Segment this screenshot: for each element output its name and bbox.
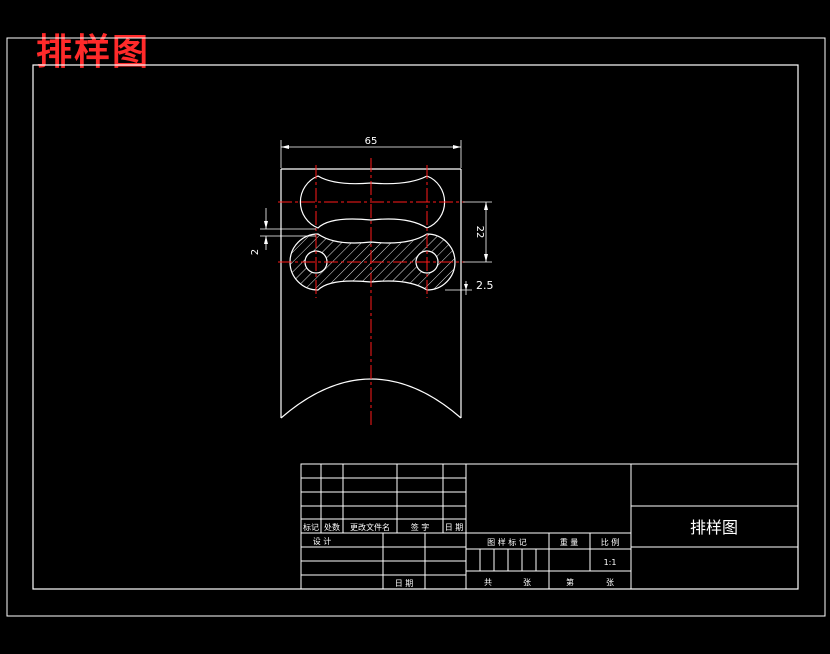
rev-date-header: 日 期 [445,523,464,532]
dim-pitch-label: 22 [474,226,485,239]
date-label: 日 期 [395,579,414,588]
inner-frame-border [32,64,799,590]
drawing-title: 排样图 [36,31,151,73]
stage-label: 图 样 标 记 [487,537,527,547]
scale-value: 1:1 [604,558,617,567]
dim-width-label: 65 [365,136,378,147]
page-label: 第 [566,577,574,587]
outer-sheet-border [6,37,826,617]
total-label: 共 [484,578,492,587]
title-block [300,463,799,590]
scale-label: 比 例 [601,537,620,547]
rev-mark-header: 标记 [303,522,319,532]
rev-sign-header: 签 字 [411,522,430,532]
dimensions [260,140,492,295]
part-name: 排样图 [690,518,738,537]
centerlines [278,158,465,428]
page-suffix: 张 [606,578,614,587]
dim-edge-label: 2.5 [476,279,494,292]
rev-docno-header: 更改文件名 [350,522,390,532]
design-label: 设 计 [313,536,332,546]
strip-end-arc [280,378,462,419]
rev-count-header: 处数 [324,522,340,532]
dim-gap-label: 2 [250,249,261,255]
mass-label: 重 量 [560,537,579,547]
sheet-label: 张 [523,578,531,587]
